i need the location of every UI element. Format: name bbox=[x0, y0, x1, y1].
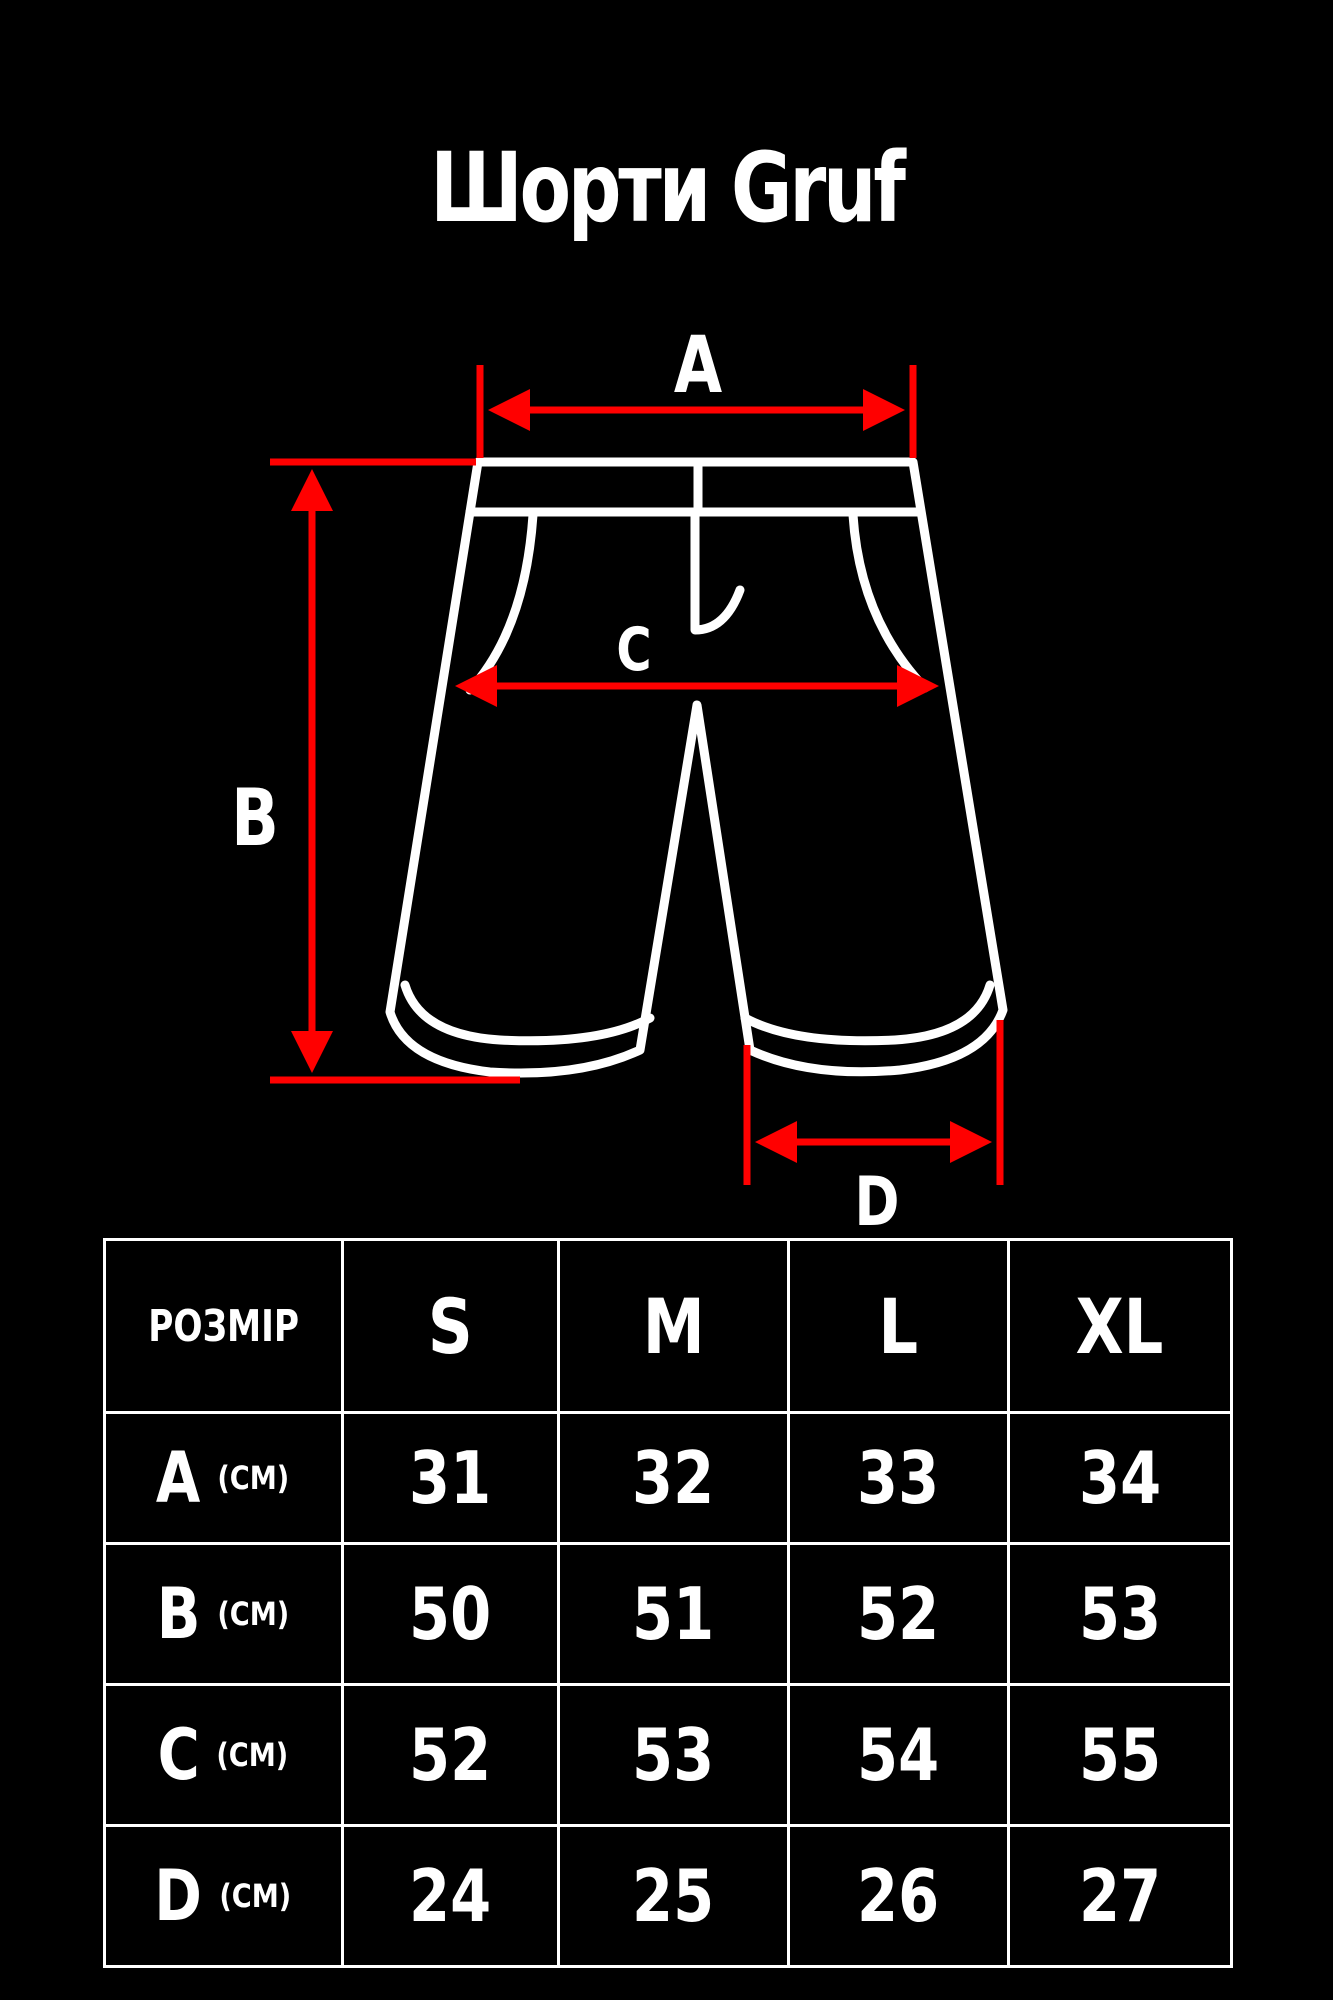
cell-value: 50 bbox=[409, 1572, 492, 1656]
cell-value: 33 bbox=[857, 1436, 940, 1520]
size-header-label: РОЗМІР bbox=[148, 1300, 299, 1352]
row-unit: (CM) bbox=[217, 1459, 290, 1497]
cell-value: 53 bbox=[1078, 1572, 1162, 1656]
cell-value: 31 bbox=[409, 1436, 492, 1520]
page-title: Шорти Gruf bbox=[430, 132, 906, 244]
size-xl: XL bbox=[1076, 1281, 1164, 1371]
shorts-outline bbox=[385, 457, 1008, 1078]
size-m-cell: M bbox=[557, 1238, 790, 1414]
table-cell: 25 bbox=[557, 1824, 790, 1968]
table-cell: 53 bbox=[557, 1683, 790, 1827]
row-unit: (CM) bbox=[216, 1736, 289, 1774]
table-row-b: B (CM) 50 51 52 53 bbox=[103, 1542, 1233, 1686]
table-cell: 34 bbox=[1007, 1411, 1233, 1545]
table-cell: 27 bbox=[1007, 1824, 1233, 1968]
left-pocket bbox=[465, 510, 538, 695]
row-letter: B bbox=[156, 1573, 201, 1655]
cell-value: 34 bbox=[1078, 1436, 1162, 1520]
cell-value: 53 bbox=[632, 1713, 715, 1797]
cell-value: 52 bbox=[409, 1713, 492, 1797]
table-row-c: C (CM) 52 53 54 55 bbox=[103, 1683, 1233, 1827]
size-header-label-cell: РОЗМІР bbox=[103, 1238, 344, 1414]
table-cell: 53 bbox=[1007, 1542, 1233, 1686]
cell-value: 52 bbox=[857, 1572, 940, 1656]
table-cell: 24 bbox=[341, 1824, 560, 1968]
label-c: C bbox=[616, 615, 651, 685]
table-cell: 54 bbox=[787, 1683, 1010, 1827]
row-label-cell: B (CM) bbox=[103, 1542, 344, 1686]
row-label-cell: C (CM) bbox=[103, 1683, 344, 1827]
cell-value: 25 bbox=[632, 1854, 715, 1938]
table-row-a: A (CM) 31 32 33 34 bbox=[103, 1411, 1233, 1545]
label-d: D bbox=[854, 1162, 899, 1240]
table-cell: 50 bbox=[341, 1542, 560, 1686]
table-cell: 33 bbox=[787, 1411, 1010, 1545]
cell-value: 24 bbox=[409, 1854, 492, 1938]
right-pocket bbox=[848, 510, 930, 693]
table-cell: 55 bbox=[1007, 1683, 1233, 1827]
table-row-d: D (CM) 24 25 26 27 bbox=[103, 1824, 1233, 1968]
label-b: B bbox=[231, 772, 279, 864]
size-s: S bbox=[428, 1281, 473, 1371]
cell-value: 55 bbox=[1078, 1713, 1162, 1797]
size-m: M bbox=[642, 1281, 705, 1371]
row-label-cell: A (CM) bbox=[103, 1411, 344, 1545]
right-cuff bbox=[740, 980, 995, 1046]
left-cuff bbox=[400, 980, 655, 1046]
size-s-cell: S bbox=[341, 1238, 560, 1414]
row-unit: (CM) bbox=[217, 1595, 290, 1633]
cell-value: 26 bbox=[857, 1854, 940, 1938]
cell-value: 27 bbox=[1078, 1854, 1162, 1938]
cell-value: 51 bbox=[632, 1572, 715, 1656]
label-a: A bbox=[674, 319, 723, 411]
table-cell: 51 bbox=[557, 1542, 790, 1686]
size-table: РОЗМІР S M L XL A (CM) 31 32 33 34 B (CM) … bbox=[103, 1238, 1233, 1968]
row-letter: D bbox=[154, 1855, 203, 1937]
table-cell: 32 bbox=[557, 1411, 790, 1545]
row-unit: (CM) bbox=[219, 1877, 292, 1915]
cell-value: 32 bbox=[632, 1436, 715, 1520]
table-cell: 52 bbox=[341, 1683, 560, 1827]
shorts-measurement-diagram: A B C D bbox=[231, 319, 1008, 1240]
row-letter: A bbox=[155, 1437, 201, 1519]
shorts-body bbox=[385, 457, 1008, 1078]
table-cell: 52 bbox=[787, 1542, 1010, 1686]
measurement-lines bbox=[270, 365, 1004, 1185]
row-label-cell: D (CM) bbox=[103, 1824, 344, 1968]
row-letter: C bbox=[157, 1714, 200, 1796]
cell-value: 54 bbox=[857, 1713, 940, 1797]
size-l: L bbox=[878, 1281, 919, 1371]
table-cell: 31 bbox=[341, 1411, 560, 1545]
size-l-cell: L bbox=[787, 1238, 1010, 1414]
size-header-row: РОЗМІР S M L XL bbox=[103, 1238, 1233, 1414]
table-cell: 26 bbox=[787, 1824, 1010, 1968]
size-xl-cell: XL bbox=[1007, 1238, 1233, 1414]
fly-line bbox=[690, 510, 745, 635]
